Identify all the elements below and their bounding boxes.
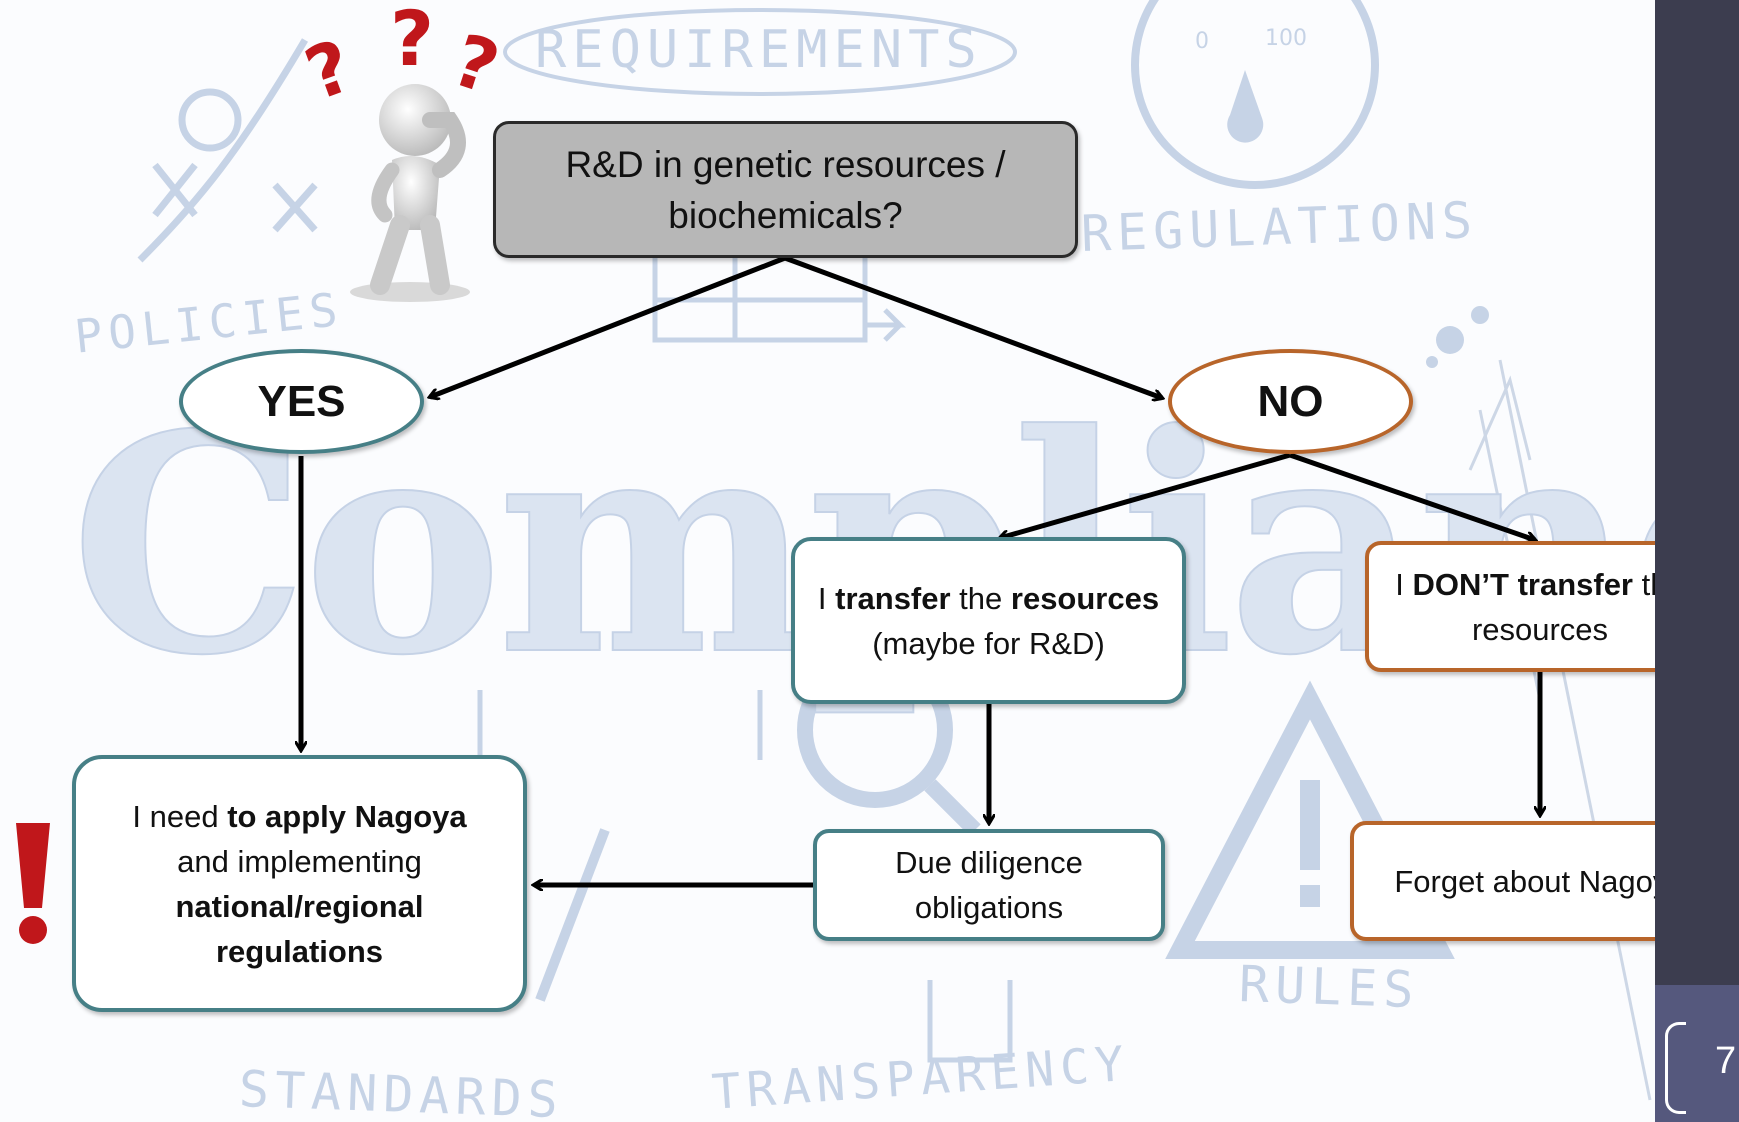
bg-word-requirements: REQUIREMENTS — [535, 20, 983, 80]
playbook-sketch — [137, 38, 318, 263]
apply-bold-regulations: national/regional regulations — [175, 888, 424, 969]
apply-bold-nagoya: to apply Nagoya — [227, 798, 467, 834]
dont-transfer-bold: DON’T transfer — [1412, 566, 1633, 602]
requirements-oval — [503, 8, 1017, 96]
gauge-label-100: 100 — [1265, 26, 1307, 51]
dont-transfer-text: I DON’T transfer the resources — [1395, 566, 1684, 647]
background-sketch: 0 100 — [137, 0, 1652, 1101]
question-text: R&D in genetic resources / biochemicals? — [565, 143, 1006, 236]
arrow-question-to-yes — [430, 255, 786, 397]
no-oval: NO — [1168, 349, 1413, 454]
slide-number: 7 — [1715, 1040, 1737, 1082]
slide-number-bracket — [1665, 1022, 1686, 1114]
thinking-person-icon — [350, 84, 470, 302]
forget-text: Forget about Nagoya — [1394, 863, 1686, 899]
question-mark-middle: ? — [390, 0, 435, 83]
dots-sketch — [1426, 306, 1489, 368]
transfer-bold-transfer: transfer — [835, 580, 951, 616]
yes-oval: YES — [179, 349, 424, 454]
transfer-text: I transfer the resources (maybe for R&D) — [817, 580, 1160, 661]
no-label: NO — [1257, 376, 1324, 426]
pencil-icon — [535, 828, 610, 1002]
transfer-bold-resources: resources — [1010, 580, 1160, 616]
arrow-question-to-no — [784, 255, 1162, 398]
gauge-icon — [1131, 0, 1379, 189]
slide-number-badge: 7 — [1665, 1022, 1739, 1122]
question-box: R&D in genetic resources / biochemicals? — [493, 121, 1078, 258]
exclamation-icon — [16, 823, 50, 944]
arrow-no-to-transfer — [1000, 452, 1291, 538]
graph-sketch — [477, 690, 1013, 1063]
yes-label: YES — [257, 376, 346, 426]
gauge-label-0: 0 — [1195, 29, 1209, 54]
apply-text: I need to apply Nagoya and implementing … — [132, 798, 467, 969]
arrow-no-to-donttransfer — [1289, 452, 1535, 540]
side-panel-footer — [1655, 985, 1739, 1122]
due-diligence-text: Due diligence obligations — [895, 845, 1083, 925]
side-panel — [1655, 0, 1739, 1122]
due-diligence-box: Due diligence obligations — [813, 829, 1165, 941]
apply-nagoya-box: I need to apply Nagoya and implementing … — [72, 755, 527, 1012]
transfer-box: I transfer the resources (maybe for R&D) — [791, 537, 1186, 704]
